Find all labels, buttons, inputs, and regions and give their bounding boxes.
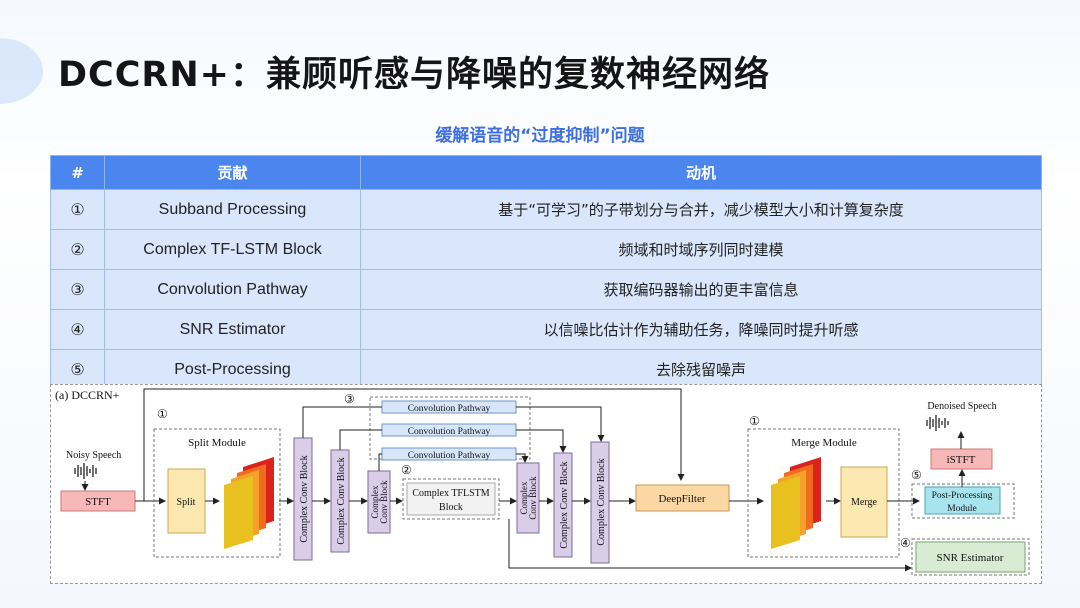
decoder-conv-block-3 (590, 441, 610, 564)
merge-feature-maps (771, 457, 821, 549)
table-row: ④ SNR Estimator 以信噪比估计作为辅助任务，降噪同时提升听感 (50, 309, 1042, 350)
decoder-conv-block-1 (516, 462, 540, 534)
merge-label: Merge (851, 497, 877, 508)
split-label: Split (177, 497, 196, 508)
tflstm-label-2: Block (439, 502, 463, 513)
table-row: ② Complex TF-LSTM Block 频域和时域序列同时建模 (50, 229, 1042, 270)
denoised-speech-label: Denoised Speech (927, 401, 996, 412)
snr-frame (911, 538, 1030, 576)
row-number: ⑤ (50, 349, 105, 390)
denoised-waveform-icon (926, 415, 949, 431)
merge-box (840, 466, 888, 538)
istft-label: iSTFT (947, 454, 976, 466)
row-contribution: Convolution Pathway (104, 269, 361, 310)
decoder-conv-label-1b: Conv Block (528, 476, 538, 520)
snr-estimator-box (915, 541, 1026, 573)
merge-module-frame (747, 428, 900, 558)
row-motivation: 基于“可学习”的子带划分与合并，减少模型大小和计算复杂度 (360, 189, 1042, 230)
post-processing-label-1: Post-Processing (932, 491, 993, 501)
decoder-conv-block-2 (553, 452, 573, 558)
header-number: # (50, 155, 105, 190)
convolution-pathway-label-3: Convolution Pathway (408, 451, 491, 461)
decoder-conv-label-2: Complex Conv Block (559, 461, 570, 548)
diagram-canvas: (a) DCCRN+ Noisy Speech STFT ① Split Mod… (55, 388, 1030, 576)
marker-three: ③ (344, 392, 355, 406)
decoder-conv-label-1a: Complex (519, 481, 529, 514)
decoder-conv-label-3: Complex Conv Block (596, 458, 607, 545)
table-header-row: # 贡献 动机 (50, 155, 1042, 190)
convolution-pathway-label-1: Convolution Pathway (408, 404, 491, 414)
header-contribution: 贡献 (104, 155, 361, 190)
tflstm-label-1: Complex TFLSTM (412, 488, 489, 499)
slide-title: DCCRN+：兼顾听感与降噪的复数神经网络 (58, 55, 770, 95)
table-row: ① Subband Processing 基于“可学习”的子带划分与合并，减少模… (50, 189, 1042, 230)
noisy-speech-label: Noisy Speech (66, 450, 121, 461)
slide-subtitle: 缓解语音的“过度抑制”问题 (435, 126, 645, 146)
row-contribution: SNR Estimator (104, 309, 361, 350)
table-row: ③ Convolution Pathway 获取编码器输出的更丰富信息 (50, 269, 1042, 310)
snr-estimator-label: SNR Estimator (937, 552, 1004, 564)
tflstm-frame (402, 478, 500, 520)
marker-four: ④ (900, 536, 911, 550)
encoder-conv-label-3b: Conv Block (379, 480, 389, 524)
diagram-caption: (a) DCCRN+ (55, 388, 120, 402)
merge-module-label: Merge Module (791, 437, 857, 449)
row-number: ① (50, 189, 105, 230)
row-motivation: 以信噪比估计作为辅助任务，降噪同时提升听感 (360, 309, 1042, 350)
split-module-label: Split Module (188, 437, 246, 449)
post-processing-box (924, 486, 1001, 515)
row-contribution: Subband Processing (104, 189, 361, 230)
row-contribution: Post-Processing (104, 349, 361, 390)
row-motivation: 去除残留噪声 (360, 349, 1042, 390)
row-motivation: 获取编码器输出的更丰富信息 (360, 269, 1042, 310)
row-number: ③ (50, 269, 105, 310)
marker-two: ② (401, 463, 412, 477)
marker-one-left: ① (157, 407, 168, 421)
tflstm-box (406, 482, 496, 516)
deepfilter-label: DeepFilter (658, 493, 705, 505)
header-motivation: 动机 (360, 155, 1042, 190)
row-number: ④ (50, 309, 105, 350)
encoder-conv-label-3a: Complex (370, 485, 380, 518)
table-row: ⑤ Post-Processing 去除残留噪声 (50, 349, 1042, 390)
convolution-pathway-label-2: Convolution Pathway (408, 427, 491, 437)
post-processing-label-2: Module (947, 504, 977, 514)
split-module-frame (153, 428, 281, 558)
contribution-table: # 贡献 动机 ① Subband Processing 基于“可学习”的子带划… (50, 155, 1042, 390)
split-feature-maps (224, 457, 274, 549)
marker-one-right: ① (749, 414, 760, 428)
marker-five: ⑤ (911, 468, 922, 482)
encoder-conv-label-1: Complex Conv Block (299, 455, 310, 542)
encoder-conv-label-2: Complex Conv Block (336, 457, 347, 544)
row-motivation: 频域和时域序列同时建模 (360, 229, 1042, 270)
deepfilter-box (635, 484, 730, 512)
row-number: ② (50, 229, 105, 270)
dccrn-architecture-diagram: (a) DCCRN+ Noisy Speech STFT ① Split Mod… (50, 384, 1042, 584)
stft-label: STFT (85, 496, 111, 508)
post-processing-frame (911, 483, 1015, 519)
noisy-waveform-icon (74, 463, 97, 479)
row-contribution: Complex TF-LSTM Block (104, 229, 361, 270)
